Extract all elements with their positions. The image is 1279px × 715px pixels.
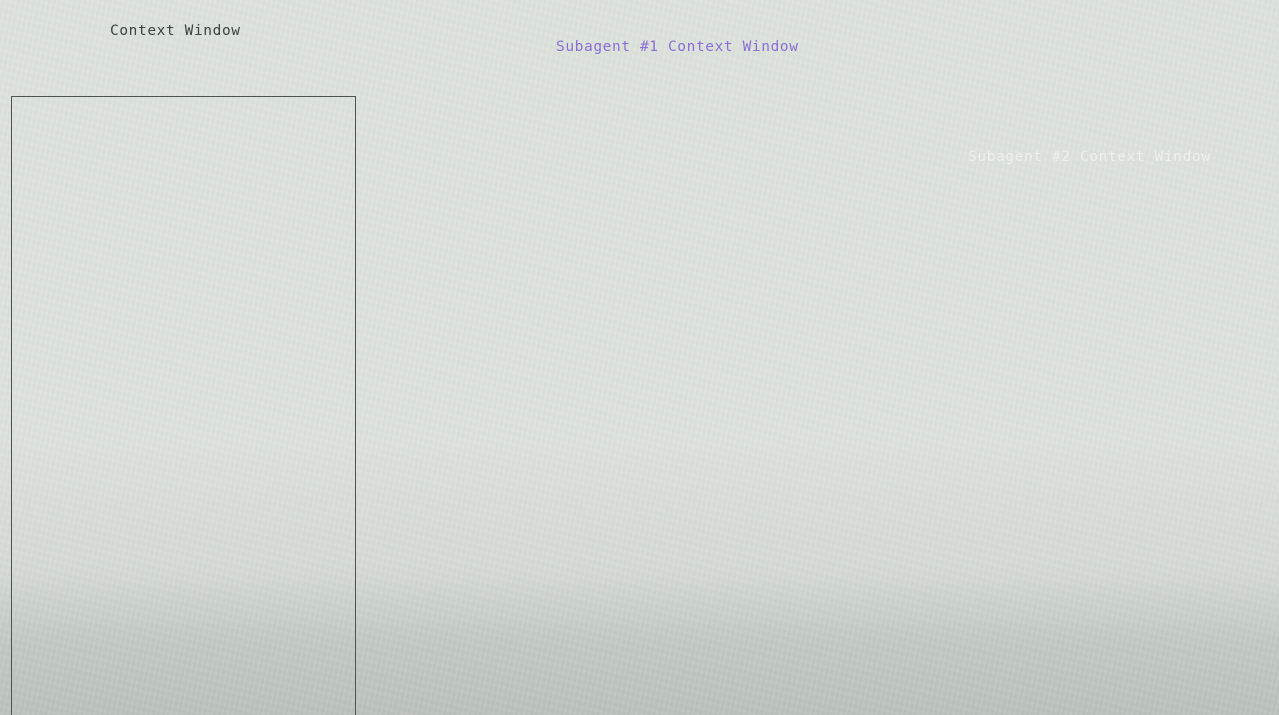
panel-main <box>11 96 356 715</box>
panel-title-main: Context Window <box>110 23 241 39</box>
panel-title-subagent2: Subagent #2 Context Window <box>968 149 1211 165</box>
panel-title-subagent1: Subagent #1 Context Window <box>556 39 799 55</box>
